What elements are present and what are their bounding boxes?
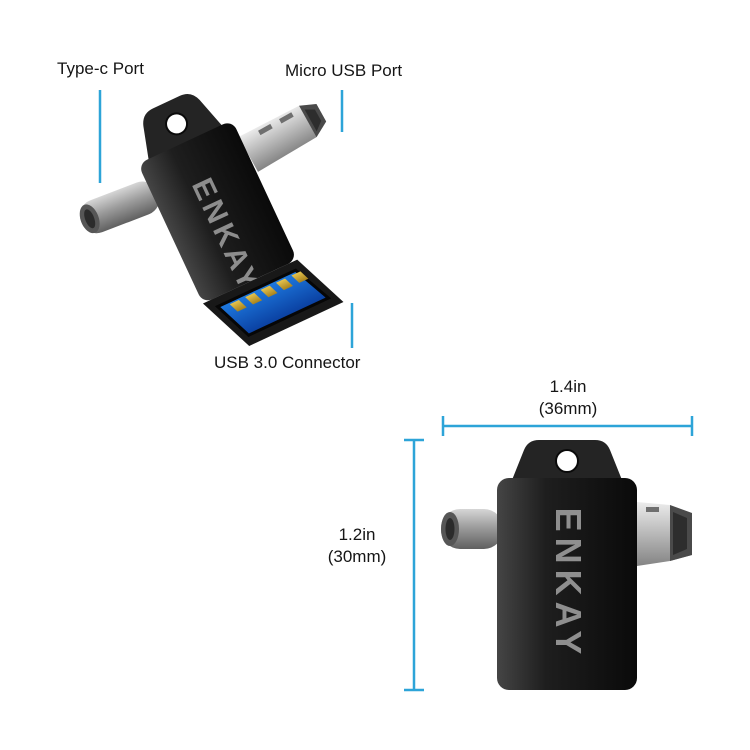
height-dimension-line xyxy=(404,438,424,692)
usb3-pins xyxy=(229,271,309,312)
micro-usb-plug xyxy=(238,104,327,172)
micro-usb-plug-front xyxy=(637,502,692,566)
adapter-angled-view: ENKAY xyxy=(79,93,344,346)
height-inches-label: 1.2in xyxy=(338,525,376,544)
adapter-body-front xyxy=(497,478,637,690)
adapter-front-view: ENKAY xyxy=(441,440,692,690)
brand-text-front: ENKAY xyxy=(548,508,589,661)
lanyard-hole xyxy=(165,112,189,136)
width-inches-label: 1.4in xyxy=(549,377,587,396)
usb3-connector-label: USB 3.0 Connector xyxy=(214,353,361,372)
height-mm-label: (30mm) xyxy=(327,547,387,566)
width-mm-label: (36mm) xyxy=(538,399,598,418)
width-dimension-line xyxy=(441,416,694,436)
type-c-plug xyxy=(79,181,160,234)
type-c-port-label: Type-c Port xyxy=(57,59,144,78)
lanyard-hole-front xyxy=(555,449,579,473)
adapter-body xyxy=(141,123,294,301)
usb3-port xyxy=(202,259,344,346)
type-c-plug-front xyxy=(441,509,503,549)
micro-usb-port-label: Micro USB Port xyxy=(285,61,403,80)
